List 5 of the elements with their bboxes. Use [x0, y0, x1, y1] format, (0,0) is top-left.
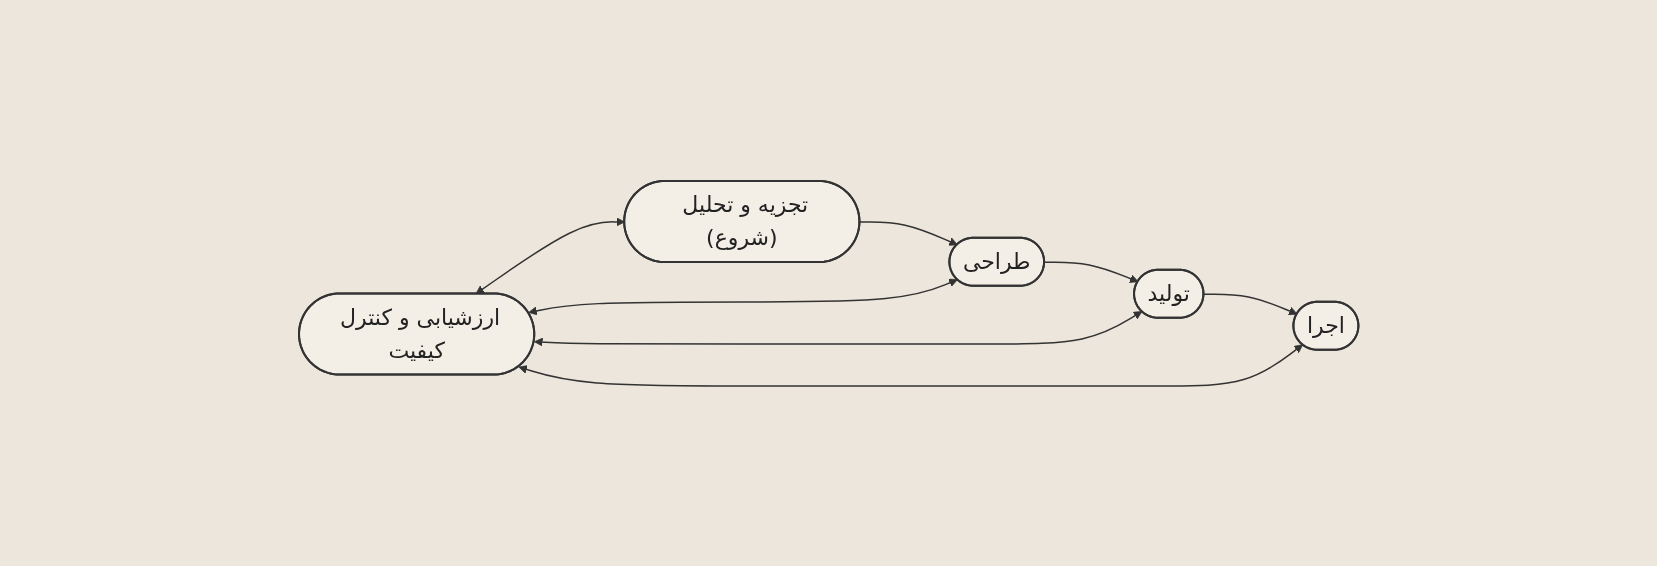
arrow	[1043, 260, 1139, 283]
arrow	[475, 217, 625, 294]
arrow	[528, 278, 958, 315]
arrow	[518, 343, 1303, 387]
arrow	[533, 310, 1143, 346]
